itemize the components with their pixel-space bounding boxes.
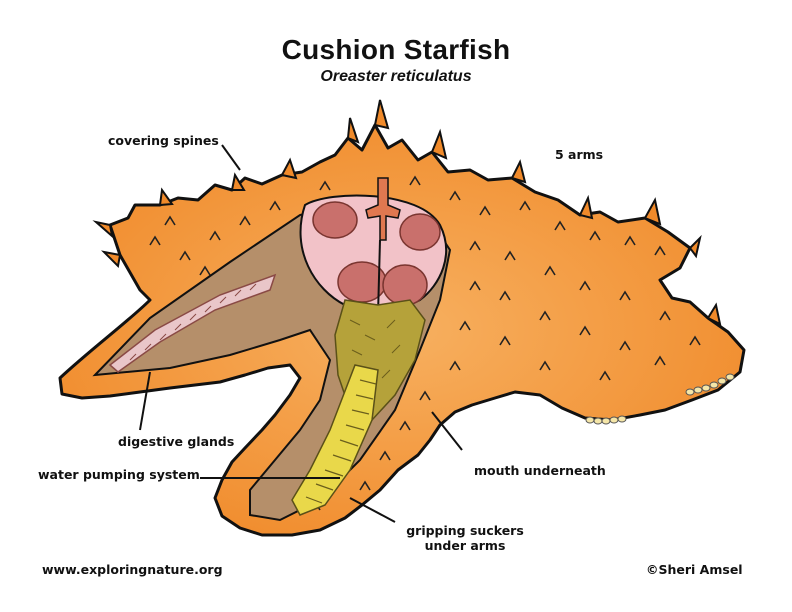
footer-website: www.exploringnature.org — [42, 562, 223, 577]
label-mouth-underneath: mouth underneath — [474, 463, 606, 478]
label-gripping-suckers: gripping suckers under arms — [400, 523, 530, 553]
covering-spines-leader — [221, 144, 241, 171]
label-gripping-suckers-line1: gripping suckers — [406, 523, 524, 538]
madreporite — [365, 177, 401, 241]
label-covering-spines: covering spines — [108, 133, 219, 148]
digestive-glands-strip — [108, 273, 277, 373]
covering-spines — [92, 99, 722, 326]
mouth-underneath-leader — [431, 411, 463, 451]
diagram-subtitle: Oreaster reticulatus — [320, 68, 472, 85]
digestive-glands-leader — [139, 371, 151, 431]
stone-canal — [377, 239, 381, 316]
gland-branches — [129, 283, 257, 361]
footer-credit: ©Sheri Amsel — [646, 562, 743, 577]
label-digestive-glands: digestive glands — [118, 434, 235, 449]
leader-lines — [139, 144, 463, 523]
gripping-suckers-leader — [349, 497, 396, 523]
label-gripping-suckers-line2: under arms — [424, 538, 506, 553]
ampullae-rings — [305, 379, 377, 504]
stomach-lobes — [312, 201, 441, 306]
diagram-title: Cushion Starfish — [281, 34, 511, 65]
gripping-suckers — [585, 373, 735, 425]
label-water-pumping-system: water pumping system — [38, 467, 200, 482]
label-five-arms: 5 arms — [555, 147, 604, 162]
